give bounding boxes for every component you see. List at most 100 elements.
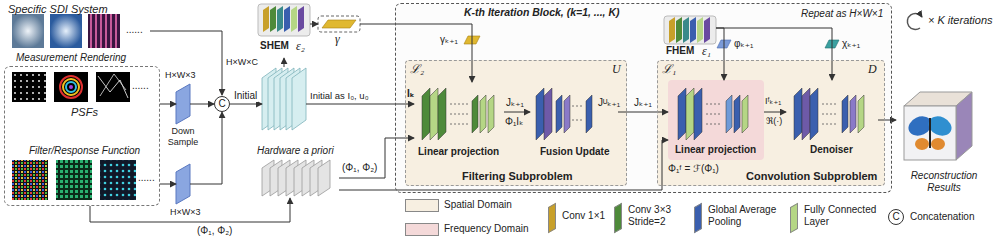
inner-dashed-arrows-part bbox=[706, 124, 722, 125]
node-text: Reconstruction Results bbox=[900, 170, 988, 194]
node-text: ε₁ bbox=[702, 44, 711, 58]
measurement-images-part bbox=[12, 14, 44, 48]
node-text: D bbox=[868, 62, 877, 76]
connector bbox=[764, 112, 786, 113]
denoiser-layers-part bbox=[858, 95, 864, 133]
fhem-module-part bbox=[704, 17, 710, 43]
node-text: PSFs bbox=[71, 106, 98, 119]
initial-stack: H×W×C bbox=[262, 67, 306, 132]
node-text: Filter/Response Function bbox=[29, 145, 140, 157]
iteration-grounds-part bbox=[668, 80, 764, 160]
frequency-projection-layers-part bbox=[694, 88, 702, 140]
linear-projection-layers-part bbox=[422, 88, 430, 140]
frequency-projection-layers-part bbox=[678, 88, 686, 140]
measurement-images-part bbox=[150, 31, 222, 95]
hardware-stack bbox=[262, 160, 330, 196]
shem-module-part bbox=[258, 4, 310, 36]
frequency-projection-layers-part bbox=[686, 88, 694, 140]
fhem-module bbox=[664, 16, 716, 44]
linear-projection-layers-part bbox=[430, 88, 438, 140]
fusion-layers-part bbox=[544, 88, 552, 140]
fhem-module: FHEMε₁ bbox=[664, 16, 716, 60]
fusion-update: Fusion Update bbox=[530, 82, 618, 160]
inner-dashed-arrows-part bbox=[450, 104, 468, 105]
iteration-grounds-part bbox=[405, 60, 627, 186]
connector bbox=[190, 112, 222, 184]
label-text: Jₖ₊₁ bbox=[634, 97, 652, 109]
denoiser-layers-part bbox=[810, 88, 818, 140]
shem-module bbox=[258, 4, 310, 36]
label-text: Iᶠₖ₊₁ bbox=[765, 96, 781, 107]
node-text: Linear projection bbox=[418, 146, 499, 158]
inner-dashed-arrows-part bbox=[706, 114, 722, 115]
inner-dashed-arrows-part bbox=[572, 120, 584, 121]
connector bbox=[284, 58, 285, 67]
label-text: χₖ₊₁ bbox=[842, 38, 860, 50]
label-text: ...... bbox=[126, 24, 143, 36]
fhem-module-part bbox=[676, 17, 682, 43]
fhem-module-part bbox=[690, 17, 696, 43]
label-text: φₖ₊₁ bbox=[734, 38, 753, 50]
reconstruction-cube-part bbox=[929, 118, 931, 148]
frequency-projection-layers bbox=[678, 88, 748, 140]
reconstruction-cube bbox=[904, 92, 972, 160]
edge-label: Initial bbox=[233, 90, 258, 102]
psf-images-part bbox=[12, 72, 46, 102]
legend-swatch bbox=[694, 203, 702, 234]
repeat-arrow bbox=[907, 13, 922, 29]
iteration-grounds-part bbox=[395, 3, 892, 193]
node-text: H×W×C bbox=[226, 57, 258, 68]
legend-swatch bbox=[790, 203, 798, 234]
label-text: Iₖ bbox=[407, 88, 415, 100]
inner-dashed-arrows-part bbox=[572, 106, 584, 107]
filter-images bbox=[12, 160, 136, 200]
shem-module-part bbox=[277, 6, 283, 32]
connector bbox=[160, 184, 176, 185]
label-text: γₖ₊₁ bbox=[440, 34, 458, 46]
inner-dashed-arrows-part bbox=[450, 114, 468, 115]
filter-images-part bbox=[100, 160, 136, 200]
fusion-layers-part bbox=[586, 95, 592, 133]
connector bbox=[716, 28, 832, 80]
legend-swatch bbox=[405, 199, 439, 212]
fusion-layers-part bbox=[536, 88, 544, 140]
inner-dashed-arrows-part bbox=[450, 124, 468, 125]
linear-projection: Linear projection bbox=[414, 82, 504, 160]
label-text: Jₖ₊₁ bbox=[506, 97, 524, 109]
shem-module-part bbox=[291, 6, 297, 32]
measurement-images-part bbox=[88, 14, 120, 48]
connector bbox=[878, 120, 896, 121]
node-text: ℒ₂ bbox=[410, 62, 424, 76]
node-text: Repeat as H×W×1 bbox=[801, 8, 883, 20]
denoiser-layers bbox=[794, 88, 864, 140]
node-text: Linear projection bbox=[675, 144, 756, 156]
parameter-bars bbox=[464, 36, 839, 48]
node-text: Denoiser bbox=[810, 144, 853, 156]
connector bbox=[90, 198, 290, 222]
inner-dashed-arrows-part bbox=[706, 104, 722, 105]
node-text: K-th Iteration Block, (k=1, ..., K) bbox=[464, 6, 619, 19]
node-text: ε₂ bbox=[296, 39, 305, 53]
shem-module-part bbox=[270, 6, 276, 32]
filter-images-part bbox=[12, 160, 48, 200]
linear-projection-layers bbox=[422, 88, 494, 140]
reconstruction-cube-part bbox=[956, 92, 972, 160]
legend-swatch bbox=[614, 203, 622, 234]
node-text: C bbox=[215, 97, 229, 111]
shem-module-part bbox=[263, 6, 269, 32]
edge-label: Φ₁ᶠ = ℱ(Φ₁) bbox=[667, 163, 720, 175]
legend-text: Global Average Pooling bbox=[708, 204, 780, 228]
legend-text: Fully Connected Layer bbox=[804, 204, 880, 228]
fusion-layers-part bbox=[564, 95, 570, 133]
denoiser-layers-part bbox=[802, 88, 810, 140]
inner-dashed-arrows-part bbox=[822, 124, 838, 125]
legend-swatch bbox=[548, 203, 556, 234]
linear-projection-layers-part bbox=[480, 95, 486, 133]
label-text: C bbox=[888, 211, 904, 223]
psf-images bbox=[12, 72, 130, 102]
psf-images-part bbox=[63, 79, 79, 95]
hardware-stack-part bbox=[318, 160, 330, 196]
repeat-arrow-part bbox=[907, 13, 922, 29]
label-text: Jᵁₖ₊₁ bbox=[598, 97, 620, 109]
frequency-projection-layers-part bbox=[734, 95, 740, 133]
